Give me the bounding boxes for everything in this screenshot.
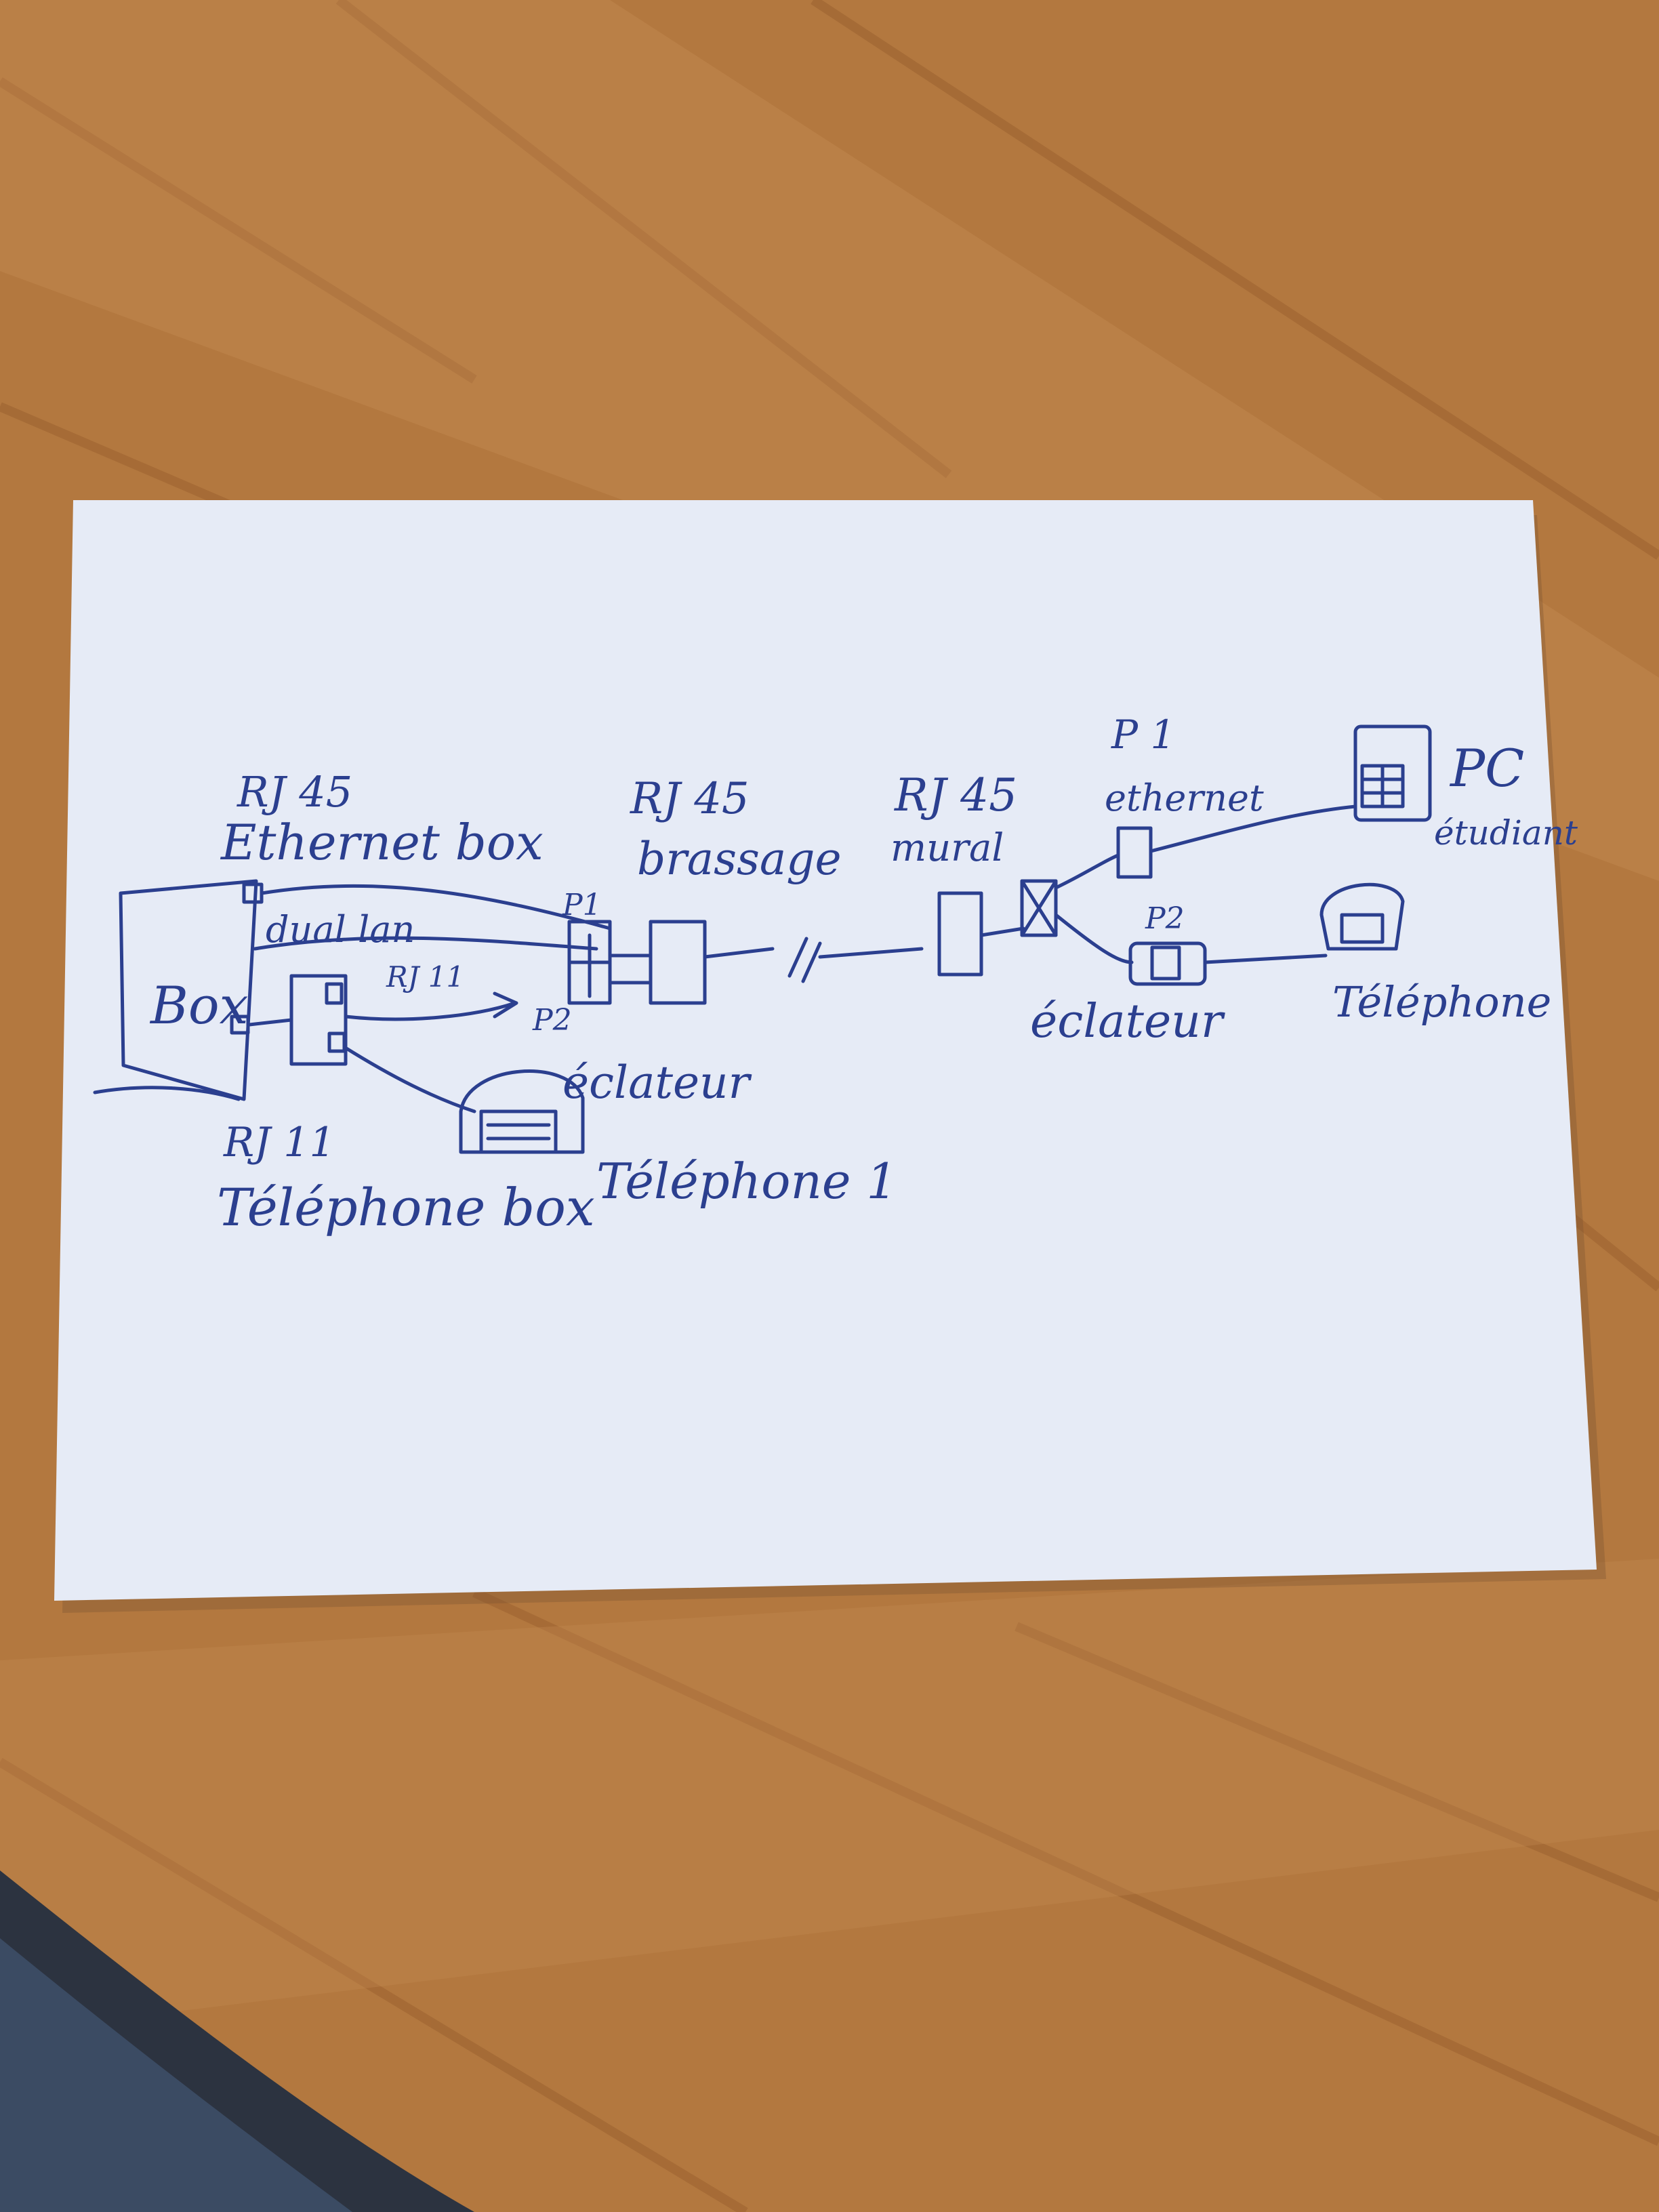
label-ethernet-box: Ethernet box: [220, 814, 544, 871]
label-box: Box: [149, 975, 248, 1036]
label-p1-right: P 1: [1111, 712, 1175, 758]
pc-outline: [1353, 724, 1432, 822]
label-p2-left: P2: [532, 1003, 572, 1038]
label-pc-2: étudiant: [1434, 813, 1578, 853]
box-outline: [119, 879, 258, 1101]
handwritten-labels: RJ 45 Ethernet box dual lan RJ 11 P1 P2 …: [149, 712, 1578, 1237]
floor-glimpse: [0, 1938, 352, 2212]
telephone-1-drawing: [459, 1069, 585, 1154]
label-p1-left: P1: [562, 888, 602, 922]
label-telephone-1: Téléphone 1: [596, 1153, 897, 1210]
patch-brassage: [649, 920, 707, 1005]
label-ethernet-right: ethernet: [1105, 777, 1264, 819]
label-dual-lan: dual lan: [266, 908, 415, 951]
label-telephone-right: Téléphone: [1332, 977, 1551, 1027]
ink-drawing: [93, 724, 1432, 1154]
splitter-right: [1020, 879, 1058, 937]
label-p2-right: P2: [1145, 901, 1185, 936]
label-rj11-mid: RJ 11: [386, 960, 464, 994]
label-rj45-brassage-2: brassage: [637, 833, 842, 885]
label-rj45-brassage-1: RJ 45: [630, 774, 750, 824]
label-rj45-top: RJ 45: [237, 767, 352, 817]
paper-sheet: [54, 500, 1597, 1601]
label-telephone-box: Téléphone box: [217, 1177, 595, 1237]
label-eclateur-left: éclateur: [562, 1057, 752, 1109]
label-pc-1: PC: [1449, 738, 1524, 798]
telephone-right-drawing: [1319, 882, 1405, 951]
label-rj45-mural-1: RJ 45: [894, 769, 1017, 821]
label-rj45-mural-2: mural: [890, 826, 1004, 870]
label-eclateur-right: éclateur: [1030, 995, 1225, 1048]
label-rj11-bottom: RJ 11: [223, 1119, 335, 1166]
